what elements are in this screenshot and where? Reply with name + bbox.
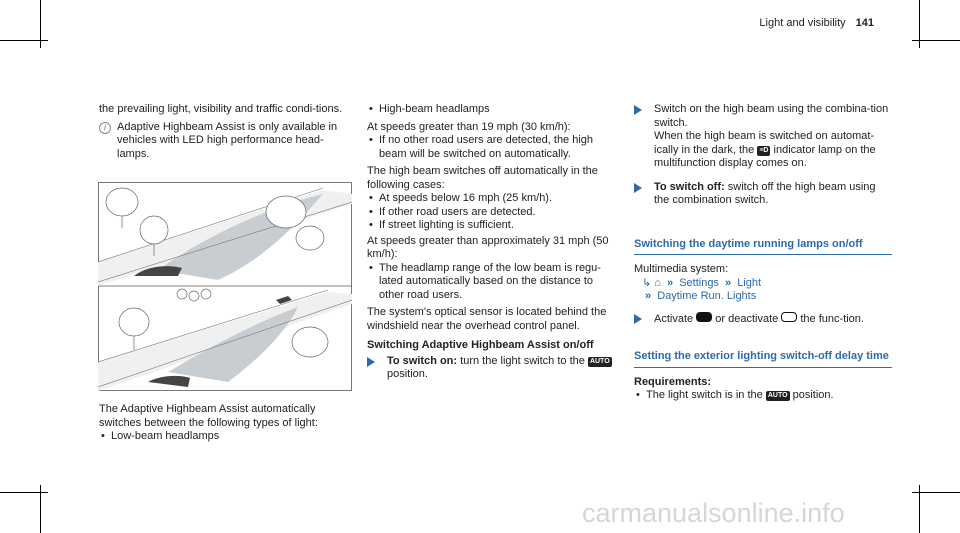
light-type-item: Low-beam headlamps (99, 430, 351, 444)
switch-on-highbeam-step: Switch on the high beam using the combin… (634, 103, 892, 171)
note-text: Adaptive Highbeam Assist is only availab… (117, 120, 338, 160)
step-text: turn the light switch to the (460, 354, 585, 367)
off-case-item: If other road users are detected. (367, 206, 615, 220)
off-cases-intro: The high beam switches off automatically… (367, 165, 598, 191)
illustration-caption: The Adaptive Highbeam Assist automatical… (99, 403, 318, 429)
page-header: Light and visibility 141 (759, 17, 874, 29)
speed-condition: At speeds greater than approximately 31 … (367, 234, 609, 261)
exterior-lighting-section-title: Setting the exterior lighting switch-off… (634, 350, 892, 368)
arrow-icon (634, 182, 642, 193)
multimedia-label: Multimedia system: (634, 263, 729, 275)
step-text: When the high beam is switched on automa… (654, 130, 875, 156)
highbeam-illustration (98, 182, 352, 391)
chevron-icon: » (645, 290, 652, 302)
menu-path: ↳ ⌂ » Settings » Light (642, 277, 892, 291)
toggle-off-icon (781, 311, 798, 322)
crop-mark (919, 485, 920, 533)
watermark: carmanualsonline.info (582, 498, 845, 528)
column-2: High-beam headlamps At speeds greater th… (367, 103, 615, 382)
section-title: Light and visibility (759, 17, 846, 29)
sensor-location: The system's optical sensor is located b… (367, 306, 607, 332)
availability-note: i Adaptive Highbeam Assist is only avail… (99, 121, 351, 162)
crop-mark (40, 0, 41, 48)
step-label: To switch off: (654, 180, 725, 193)
speed-condition: At speeds greater than 19 mph (30 km/h): (367, 120, 571, 133)
auto-icon: AUTO (587, 356, 612, 367)
crop-mark (912, 40, 960, 41)
requirement-item: The light switch is in the AUTO position… (634, 389, 892, 403)
requirement-text: The light switch is in the (646, 389, 763, 401)
toggle-on-icon (696, 311, 713, 322)
crop-mark (0, 492, 48, 493)
chevron-icon: » (667, 276, 674, 289)
condition-item: The headlamp range of the low beam is re… (367, 262, 615, 303)
arrow-icon (634, 313, 642, 324)
step-text: Switch on the high beam using the combin… (654, 103, 889, 129)
condition-item: If no other road users are detected, the… (367, 134, 615, 161)
off-case-item: At speeds below 16 mph (25 km/h). (367, 192, 615, 206)
switch-off-step: To switch off: switch off the high beam … (634, 181, 892, 208)
return-arrow-icon: ↳ (642, 276, 652, 289)
step-text: the func-tion. (800, 312, 864, 325)
subheading: Switching Adaptive Highbeam Assist on/of… (367, 339, 594, 351)
home-icon: ⌂ (654, 276, 661, 289)
chevron-icon: » (725, 276, 732, 289)
menu-path-item: Daytime Run. Lights (657, 290, 757, 302)
crop-mark (919, 0, 920, 48)
drl-section-title: Switching the daytime running lamps on/o… (634, 238, 892, 255)
menu-path-item: Light (737, 276, 762, 289)
auto-icon: AUTO (765, 391, 790, 401)
crop-mark (912, 492, 960, 493)
requirement-text: position. (792, 389, 834, 401)
column-3: Switch on the high beam using the combin… (634, 103, 892, 403)
illustration-caption-block: The Adaptive Highbeam Assist automatical… (99, 403, 351, 444)
step-text: position. (387, 368, 428, 380)
highbeam-indicator-icon: ≡D (757, 145, 771, 156)
activate-step: Activate or deactivate the func-tion. (634, 311, 892, 327)
step-text: or deactivate (715, 312, 779, 325)
arrow-icon (634, 105, 642, 115)
menu-path-item: Settings (679, 276, 719, 289)
menu-path: » Daytime Run. Lights (642, 290, 892, 304)
crop-mark (40, 485, 41, 533)
column-1: the prevailing light, visibility and tra… (99, 103, 351, 161)
page-number: 141 (855, 17, 874, 29)
intro-text: the prevailing light, visibility and tra… (99, 103, 343, 115)
off-case-item: If street lighting is sufficient. (367, 219, 615, 233)
step-text: switch off the high beam using the combi… (654, 180, 876, 207)
light-type-item: High-beam headlamps (367, 103, 615, 117)
switch-on-step: To switch on: turn the light switch to t… (367, 355, 615, 382)
arrow-icon (367, 356, 375, 367)
step-text: indicator lamp on the multifunction disp… (654, 143, 876, 170)
requirements-label: Requirements: (634, 375, 712, 388)
info-icon: i (99, 121, 111, 134)
crop-mark (0, 40, 48, 41)
step-label: To switch on: (387, 354, 458, 367)
step-text: Activate (654, 312, 694, 325)
